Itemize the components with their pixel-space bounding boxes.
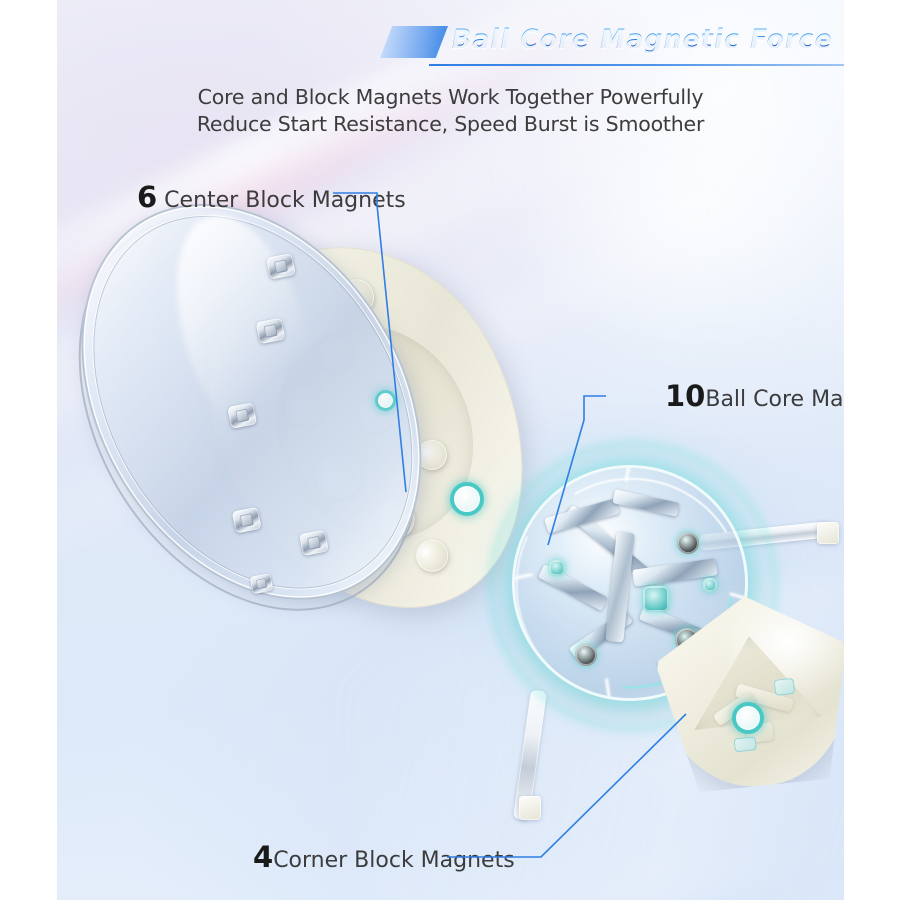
subtitle-line-1: Core and Block Magnets Work Together Pow… (197, 85, 704, 109)
header: Ball Core Magnetic Force (57, 0, 844, 70)
corner-block-magnet (733, 736, 757, 753)
corner-block-magnet (773, 677, 796, 696)
callout-label: Center Block Magnets (157, 188, 406, 213)
corner-magnet-highlight-ring (732, 702, 764, 734)
callout-corner-block-magnets: 4Corner Block Magnets (253, 840, 515, 874)
subtitle: Core and Block Magnets Work Together Pow… (57, 84, 844, 138)
axle-tip-bottom (519, 796, 541, 820)
subtitle-line-2: Reduce Start Resistance, Speed Burst is … (196, 112, 705, 136)
content-panel: Ball Core Magnetic Force Core and Block … (57, 0, 844, 900)
callout-count: 4 (253, 840, 274, 874)
callout-count: 10 (665, 379, 706, 413)
magnet-highlight-ring (375, 390, 396, 411)
callout-center-block-magnets: 6 Center Block Magnets (137, 180, 406, 214)
center-magnet-highlight-ring (450, 482, 484, 516)
callout-label: Ball Core Magnets (705, 387, 844, 412)
page-title: Ball Core Magnetic Force (452, 24, 833, 58)
callout-count: 6 (137, 180, 158, 214)
axle-tip-right (817, 522, 839, 544)
header-accent-shape (380, 26, 448, 58)
header-divider (429, 64, 844, 66)
triangular-corner-piece (649, 587, 844, 802)
callout-label: Corner Block Magnets (273, 848, 515, 873)
center-block-magnet (249, 573, 274, 595)
product-illustration: 6 Center Block Magnets 10Ball Core Magne… (57, 0, 844, 900)
callout-ball-core-magnets: 10Ball Core Magnets (665, 379, 844, 413)
